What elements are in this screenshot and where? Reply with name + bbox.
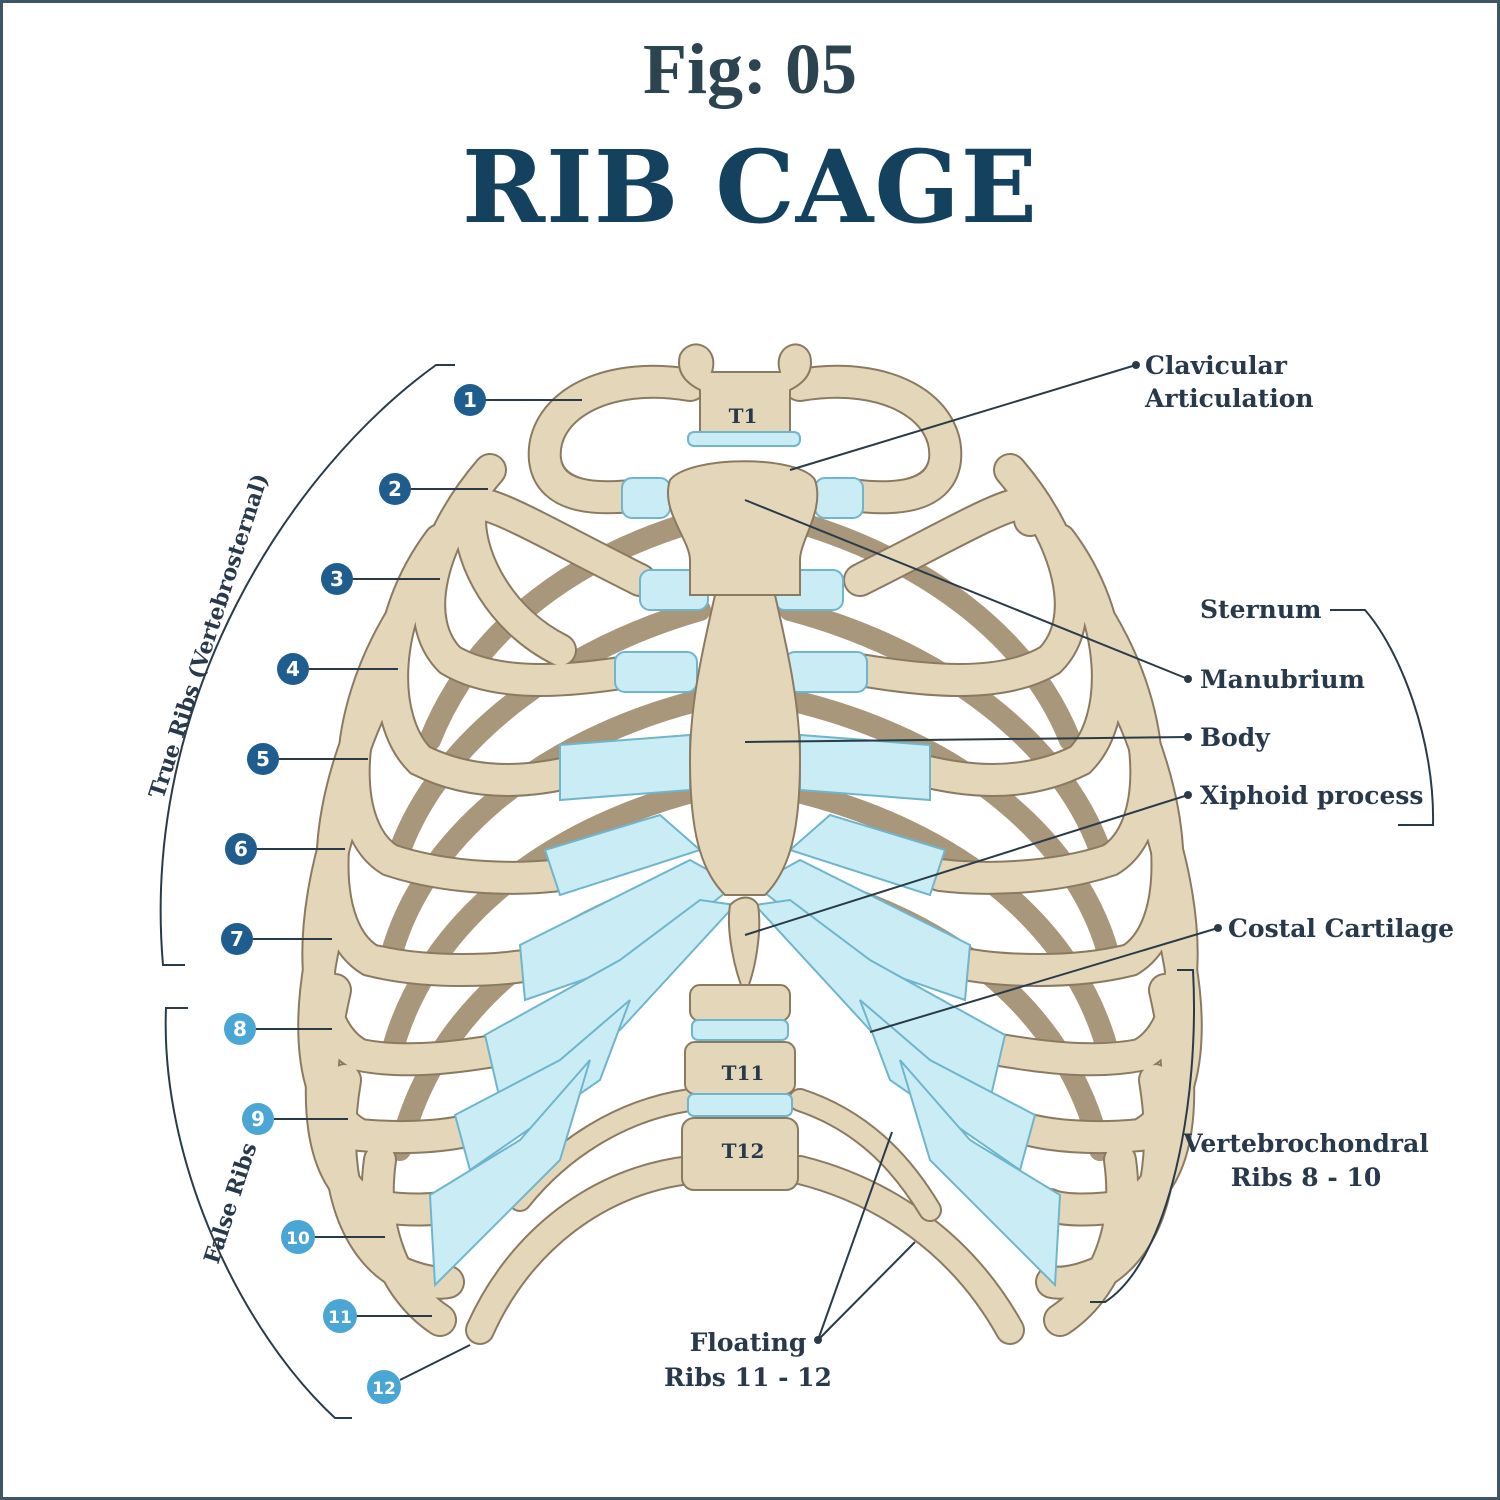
clavicular-label-line1: Clavicular [1145, 351, 1288, 380]
false-ribs-bracket [164, 1007, 352, 1419]
sternum-body [688, 594, 802, 896]
xiphoid-process [727, 896, 761, 998]
rib-number-10: 10 [286, 1229, 310, 1249]
clavicular-label-line2: Articulation [1144, 384, 1314, 413]
rib-badge-3 [321, 563, 353, 595]
rib-number-12: 12 [372, 1379, 396, 1399]
rib-badge-7 [221, 923, 253, 955]
true-ribs-bracket [159, 364, 455, 966]
xiphoid-label: Xiphoid process [1200, 781, 1424, 810]
rib-number-11: 11 [328, 1308, 352, 1328]
vertebrochondral-bracket [1090, 969, 1195, 1303]
rib-badge-10 [281, 1220, 315, 1254]
figure-number: Fig: 05 [643, 29, 857, 109]
rib-badge-6 [225, 833, 257, 865]
rib-badge-4 [277, 653, 309, 685]
rib-number-badges [221, 384, 486, 1404]
rib-number-5: 5 [256, 747, 270, 771]
manubrium-label: Manubrium [1200, 665, 1365, 694]
rib-number-3: 3 [330, 567, 344, 591]
rib-badge-11 [323, 1299, 357, 1333]
rib-badge-1 [454, 384, 486, 416]
rib-badge-8 [224, 1013, 256, 1045]
right-leader-lines [744, 361, 1222, 1344]
vertebrochondral-label-line1: Vertebrochondral [1182, 1129, 1429, 1158]
rib-badge-5 [247, 743, 279, 775]
floating-label-line2: Ribs 11 - 12 [664, 1363, 832, 1392]
rib-number-2: 2 [388, 477, 402, 501]
sternum-bracket [1330, 609, 1435, 826]
rib-badge-9 [242, 1103, 274, 1135]
rib-badge-12 [367, 1370, 401, 1404]
rib-number-1: 1 [463, 388, 477, 412]
false-ribs-label: False Ribs [199, 1139, 263, 1266]
rib-number-9: 9 [251, 1107, 265, 1131]
rib-number-8: 8 [233, 1017, 247, 1041]
t1-label: T1 [729, 404, 758, 428]
page-title: RIB CAGE [461, 128, 1039, 246]
sternum-label: Sternum [1200, 595, 1321, 624]
lower-vertebrae [681, 984, 799, 1191]
rib-number-texts: 1 2 3 4 5 6 7 8 9 10 11 12 [230, 388, 477, 1399]
rib-number-leaders [252, 399, 582, 1381]
t12-label: T12 [722, 1139, 765, 1163]
t11-label: T11 [722, 1061, 765, 1085]
rib-badge-2 [379, 473, 411, 505]
costal-cartilage-label: Costal Cartilage [1228, 914, 1454, 943]
manubrium [667, 460, 819, 596]
floating-label-line1: Floating [690, 1328, 807, 1357]
vertebra-t1 [678, 343, 812, 447]
sternum [667, 460, 819, 998]
rib-number-7: 7 [230, 927, 244, 951]
costal-cartilage [428, 477, 1062, 1288]
rib-number-6: 6 [234, 837, 248, 861]
body-label: Body [1200, 723, 1271, 752]
rib-number-4: 4 [286, 657, 300, 681]
vertebrochondral-label-line2: Ribs 8 - 10 [1231, 1163, 1382, 1192]
